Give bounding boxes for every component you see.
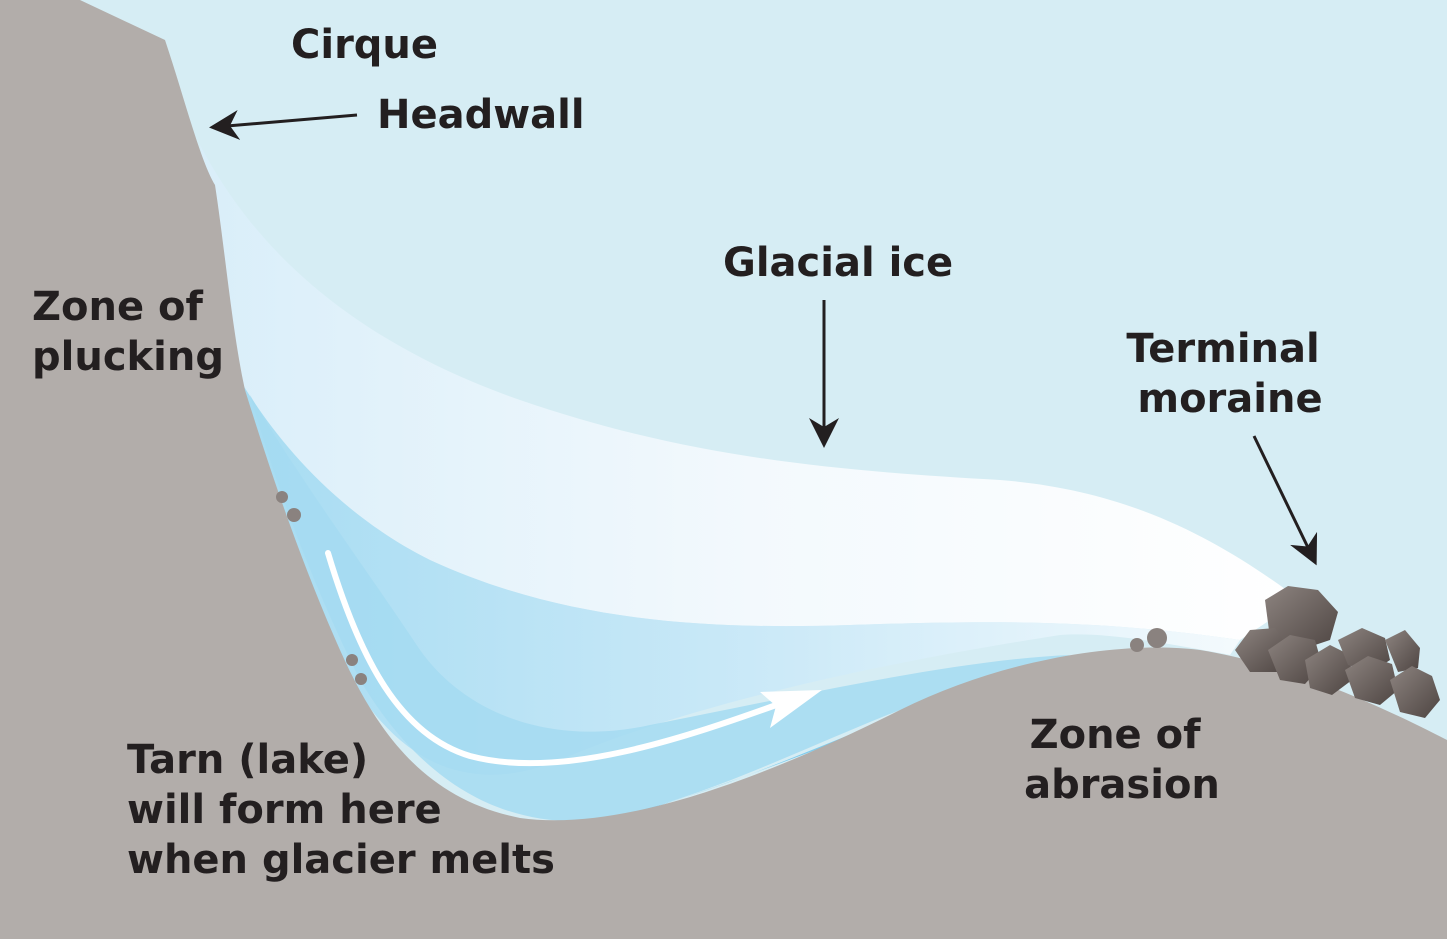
label-terminal-moraine-line-2: moraine: [1137, 376, 1322, 422]
label-terminal-moraine-line-1: Terminal: [1126, 326, 1319, 372]
label-terminal-moraine: Terminal moraine: [1126, 326, 1333, 422]
label-tarn: Tarn (lake) will form here when glacier …: [127, 737, 555, 883]
glacial-ice-lower: [250, 395, 1070, 822]
label-zone-of-abrasion-line-2: abrasion: [1024, 762, 1220, 808]
glacial-ice-upper: [200, 145, 1300, 640]
terminal-moraine-boulders: [1235, 586, 1440, 718]
label-headwall: Headwall: [377, 92, 585, 138]
label-zone-of-abrasion: Zone of abrasion: [1024, 712, 1220, 808]
label-zone-of-plucking-line-2: plucking: [32, 334, 224, 380]
label-zone-of-plucking: Zone of plucking: [32, 284, 224, 380]
label-zone-of-abrasion-line-1: Zone of: [1030, 712, 1201, 758]
label-zone-of-plucking-line-1: Zone of: [32, 284, 203, 330]
label-tarn-line-1: Tarn (lake): [127, 737, 368, 783]
ice-flow-arrowhead: [760, 690, 822, 728]
label-glacial-ice: Glacial ice: [723, 240, 953, 286]
headwall-arrow: [209, 110, 358, 140]
glacial-ice-middle: [240, 380, 1240, 775]
plucked-rocks: [276, 491, 1167, 685]
label-cirque: Cirque: [291, 22, 438, 68]
terminal-moraine-arrow: [1252, 435, 1318, 566]
label-tarn-line-2: will form here: [127, 787, 442, 833]
label-tarn-line-3: when glacier melts: [127, 837, 555, 883]
ice-flow-arrow: [325, 550, 793, 767]
